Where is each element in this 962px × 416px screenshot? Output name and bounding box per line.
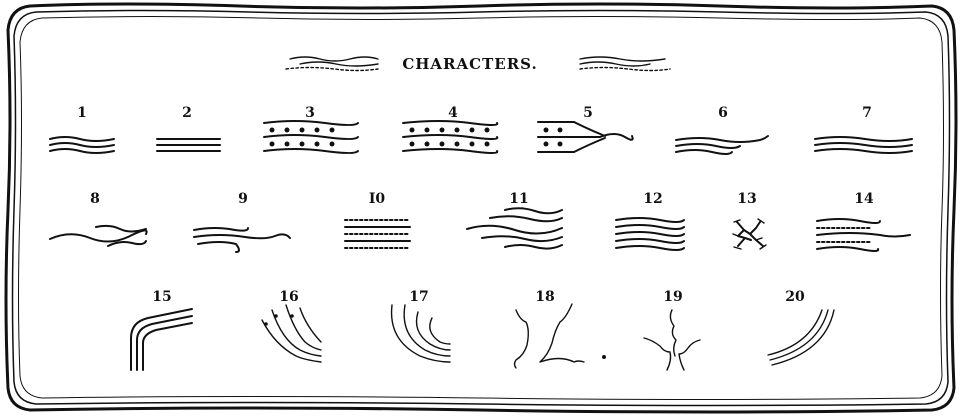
character-label-13: 13 [737,191,756,207]
character-label-11: 11 [509,191,528,207]
character-label-9: 9 [238,191,248,207]
character-symbol-18 [515,304,607,368]
character-label-8: 8 [90,191,100,207]
character-label-7: 7 [862,105,872,121]
character-label-18: 18 [535,289,554,305]
character-label-15: 15 [152,289,171,305]
character-label-2: 2 [182,105,192,121]
character-symbol-16 [262,305,321,362]
character-label-17: 17 [409,289,428,305]
character-label-20: 20 [785,289,805,305]
character-symbol-12 [616,218,684,250]
character-label-4: 4 [448,105,458,121]
character-symbol-14 [817,219,910,251]
character-symbol-7 [815,137,912,153]
character-symbol-15 [131,309,192,370]
character-symbol-1 [50,137,114,153]
character-label-10: I0 [369,191,386,207]
character-symbol-9 [194,228,290,252]
character-symbol-8 [50,226,147,246]
character-label-14: 14 [854,191,874,207]
character-symbol-13 [733,219,766,249]
character-symbol-11 [467,208,562,248]
character-label-16: 16 [279,289,298,305]
character-label-3: 3 [305,105,315,121]
character-label-12: 12 [643,191,662,207]
character-symbol-19 [644,310,700,370]
plate-title: CHARACTERS. [402,55,537,73]
character-symbol-10 [345,220,410,248]
title-flourish-left [286,57,378,71]
character-label-19: 19 [663,289,682,305]
character-symbol-20 [768,310,834,365]
character-symbol-3 [264,121,358,153]
character-symbol-17 [392,305,450,362]
character-label-6: 6 [718,105,728,121]
title-flourish-right [580,57,670,71]
character-label-1: 1 [77,105,87,121]
character-symbol-5 [538,122,633,152]
character-label-5: 5 [583,105,593,121]
character-symbol-4 [403,121,497,153]
character-symbol-2 [157,139,220,151]
character-symbol-6 [676,136,768,154]
